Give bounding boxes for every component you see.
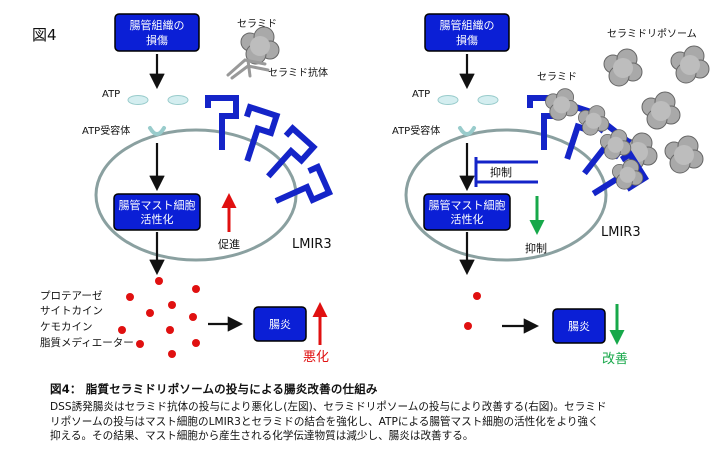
left-dot	[168, 301, 176, 309]
left-dot	[168, 350, 176, 358]
left-dot	[126, 293, 134, 301]
left-lmir3-label: LMIR3	[292, 237, 332, 252]
left-atp-label: ATP	[102, 89, 120, 100]
right-inhibit-top-label: 抑制	[490, 165, 512, 179]
left-injury-line2: 損傷	[146, 33, 168, 47]
left-lmir3-receptor-3	[258, 128, 314, 185]
right-atp-molecule-1	[437, 95, 459, 105]
right-injury-line1: 腸管組織の	[440, 18, 495, 32]
left-mediator-4: 脂質メディエーター	[40, 336, 134, 349]
right-inhibit-bottom-label: 抑制	[525, 241, 547, 255]
caption-line-3: 抑える。その結果、マスト細胞から産生される化学伝達物質は減少し、腸炎は改善する。	[50, 430, 474, 442]
left-dot	[136, 340, 144, 348]
right-panel: 腸管組織の 損傷 セラミドリポソーム ATP セラミド ATP受容体	[392, 13, 710, 367]
right-colitis-box	[552, 308, 606, 344]
right-dot	[464, 322, 472, 330]
right-lmir3-label: LMIR3	[601, 225, 641, 240]
figure-label: 図4	[32, 26, 57, 44]
right-bound-ceramide	[545, 88, 579, 121]
left-mast-line2: 活性化	[141, 212, 174, 226]
left-dot	[146, 309, 154, 317]
right-improve-label: 改善	[602, 351, 628, 367]
left-atp-receptor-icon	[148, 126, 166, 136]
right-colitis-label: 腸炎	[568, 320, 590, 333]
figure-caption: 図4： 脂質セラミドリポソームの投与による腸炎改善の仕組み DSS誘発腸炎はセラ…	[50, 381, 690, 444]
caption-line-1: DSS誘発腸炎はセラミド抗体の投与により悪化し(左図)、セラミドリポソームの投与…	[50, 401, 607, 413]
right-liposome-cloud	[603, 48, 643, 87]
left-atp-molecule-1	[127, 95, 149, 105]
caption-line-2: リポソームの投与はマスト細胞のLMIR3とセラミドの結合を強化し、ATPによる腸…	[50, 415, 599, 428]
left-worsen-label: 悪化	[303, 350, 329, 365]
left-colitis-box	[253, 306, 307, 342]
left-mediator-2: サイトカイン	[40, 305, 103, 317]
right-mast-line2: 活性化	[451, 212, 484, 226]
left-dot	[192, 285, 200, 293]
right-ceramide-label: セラミド	[537, 71, 577, 83]
left-injury-line1: 腸管組織の	[130, 18, 185, 32]
right-liposome-cloud	[670, 45, 710, 84]
left-atp-receptor-label: ATP受容体	[82, 124, 130, 137]
left-mast-line1: 腸管マスト細胞	[119, 198, 196, 212]
right-liposome-label: セラミドリポソーム	[607, 28, 697, 40]
right-atp-molecule-2	[477, 95, 499, 105]
left-lmir3-receptors	[208, 98, 329, 214]
left-lmir3-receptor-1	[208, 98, 236, 150]
right-bound-ceramide	[600, 129, 632, 160]
left-dot	[155, 277, 163, 285]
left-dot	[189, 313, 197, 321]
caption-title: 図4： 脂質セラミドリポソームの投与による腸炎改善の仕組み	[50, 382, 378, 396]
left-colitis-label: 腸炎	[269, 318, 291, 331]
left-antibody-label: セラミド抗体	[268, 66, 328, 79]
left-lmir3-receptor-4	[270, 167, 329, 214]
right-injury-line2: 損傷	[456, 33, 478, 47]
right-mast-line1: 腸管マスト細胞	[429, 198, 506, 212]
right-atp-receptor-label: ATP受容体	[392, 124, 440, 137]
right-mast-cell-box	[423, 193, 511, 231]
left-mediator-1: プロテアーゼ	[40, 290, 103, 302]
right-liposome-cloud	[641, 91, 681, 130]
left-dot	[192, 339, 200, 347]
right-atp-label: ATP	[412, 89, 430, 100]
right-liposome-cloud	[664, 135, 704, 174]
left-dot	[118, 326, 126, 334]
right-dot	[473, 292, 481, 300]
left-mediator-dots	[118, 277, 200, 358]
left-promote-label: 促進	[218, 237, 240, 251]
left-dot	[166, 326, 174, 334]
left-ceramide-label: セラミド	[237, 18, 277, 30]
right-bound-ceramide	[612, 159, 644, 190]
left-injury-box	[114, 13, 200, 52]
left-antibody-icon	[226, 58, 270, 80]
left-mast-cell-box	[113, 193, 201, 231]
right-cell	[404, 128, 608, 262]
left-atp-molecule-2	[167, 95, 189, 105]
left-mediator-3: ケモカイン	[40, 321, 93, 333]
left-panel: 腸管組織の 損傷 ATP セラミド セラミド抗体 ATP受容体 腸管マスト細胞 …	[40, 13, 332, 365]
left-ceramide-cloud	[240, 26, 280, 65]
right-injury-box	[424, 13, 510, 52]
right-atp-receptor-icon	[458, 126, 476, 136]
right-inhibit-symbol	[474, 157, 538, 187]
